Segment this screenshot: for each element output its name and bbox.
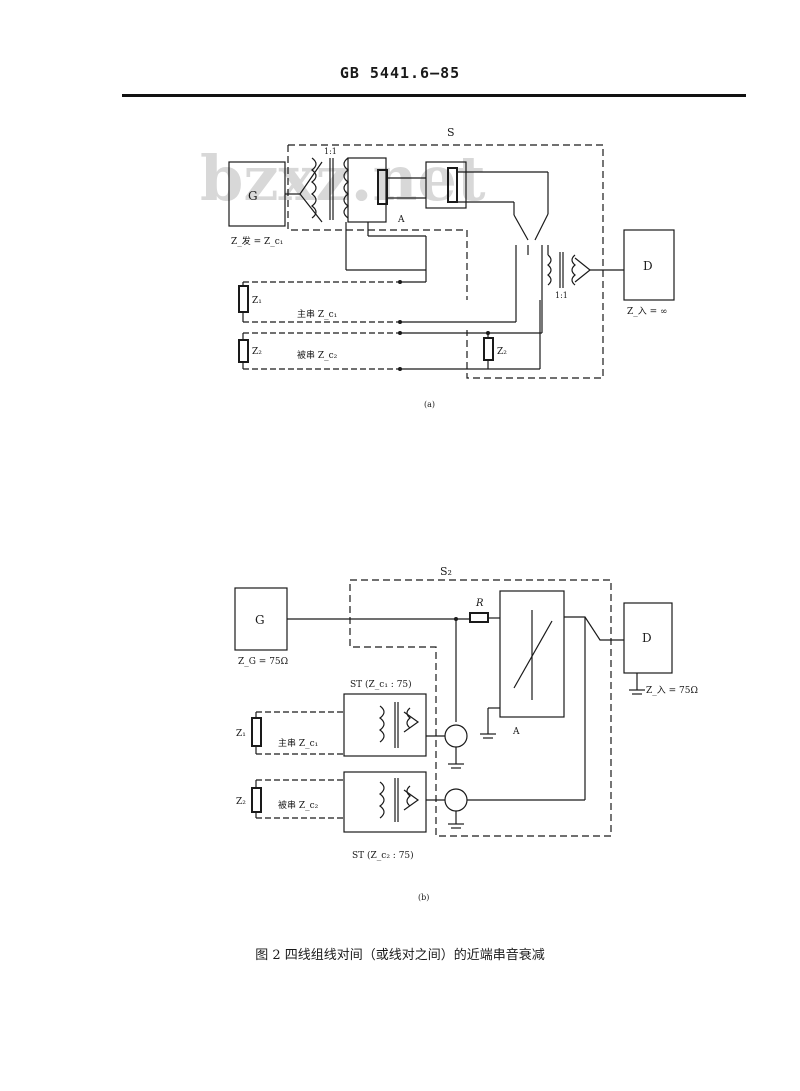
transformer-left-secondary [343, 157, 349, 219]
z2-right-resistor [483, 337, 494, 361]
generator-g-b-label: G [255, 613, 265, 627]
watermark: bzxz.net [200, 142, 486, 215]
st-bottom-label: ST (Z_c₂ : 75) [352, 850, 414, 861]
st-top [343, 693, 427, 757]
resistor-left [377, 169, 388, 205]
attenuator-a-b-label: A [512, 727, 520, 737]
header-rule [122, 94, 746, 97]
z1-label-b: Z₁ [236, 729, 246, 739]
figure-a-label: (a) [424, 400, 435, 409]
detector-d [623, 229, 675, 301]
attenuator-a-b [499, 590, 565, 718]
detector-d-b [623, 602, 673, 674]
shield-s2-label: S₂ [440, 565, 452, 578]
z1-resistor-b [251, 717, 262, 747]
transformer-ratio-left: 1:1 [324, 147, 337, 156]
victim-line-label-b: 被串 Z_c₂ [278, 799, 319, 811]
standard-number: GB 5441.6—85 [339, 64, 461, 82]
resistor-mid [447, 167, 458, 203]
victim-line-label: 被串 Z_c₂ [297, 349, 338, 361]
z2-label: Z₂ [252, 347, 262, 357]
transformer-left-primary [311, 157, 317, 219]
z2-label-b: Z₂ [236, 797, 246, 807]
resistor-r [469, 612, 489, 623]
detector-d-b-label: D [642, 631, 652, 645]
resistor-r-label: R [475, 598, 484, 609]
transformer-ratio-right: 1:1 [555, 291, 568, 300]
main-line-label-b: 主串 Z_c₁ [278, 737, 318, 749]
z1-resistor [238, 285, 249, 313]
shield-s-label: S [447, 126, 455, 139]
st-bottom [343, 771, 427, 833]
shield-s [287, 144, 604, 379]
z2-resistor-b [251, 787, 262, 813]
generator-impedance-b: Z_G = 75Ω [238, 657, 288, 667]
coax-top [444, 724, 468, 748]
generator-impedance: Z_发 = Z_c₁ [231, 235, 283, 247]
detector-impedance: Z_入 = ∞ [627, 306, 668, 317]
main-line-label: 主串 Z_c₁ [297, 308, 337, 320]
figure-a [228, 144, 675, 379]
z2-resistor [238, 339, 249, 363]
attenuator-a-label: A [397, 215, 405, 225]
generator-g-label: G [248, 189, 258, 203]
figure-caption: 图 2 四线组线对间（或线对之间）的近端串音衰减 [255, 948, 545, 963]
detector-impedance-b: Z_入 = 75Ω [646, 685, 698, 696]
coax-bottom [444, 788, 468, 812]
figure-b-label: (b) [418, 893, 429, 902]
st-top-label: ST (Z_c₁ : 75) [350, 679, 412, 690]
z1-label: Z₁ [252, 296, 262, 306]
attenuator-a-box [425, 161, 467, 209]
figure-b [234, 579, 673, 837]
z2-right-label: Z₂ [497, 347, 507, 357]
detector-d-label: D [643, 259, 653, 273]
